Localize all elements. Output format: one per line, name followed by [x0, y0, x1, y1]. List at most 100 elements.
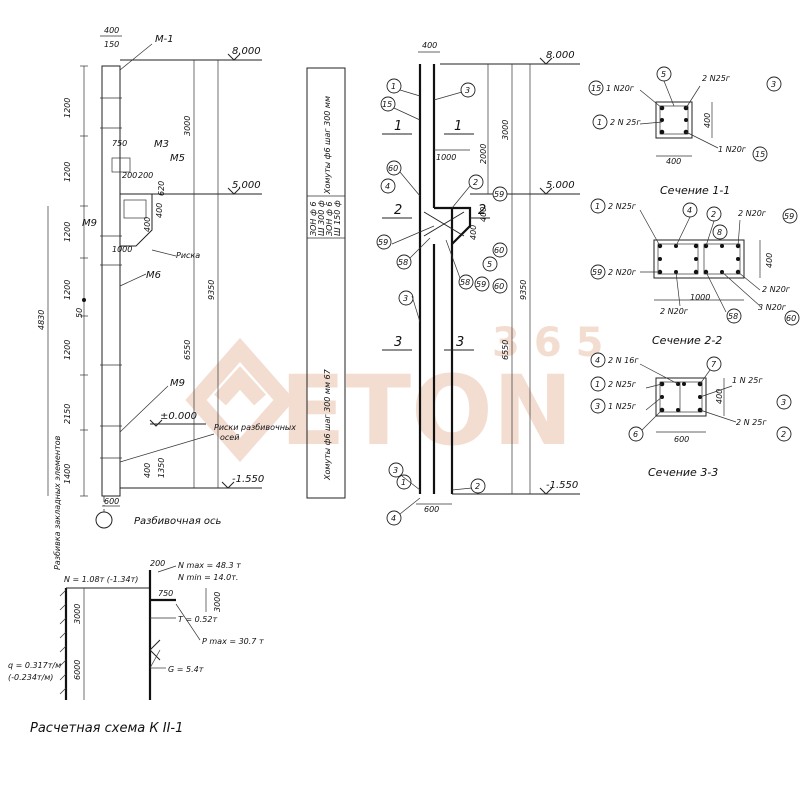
mid-dim-9350: 9350 [519, 280, 528, 300]
bubble-m-10: 58 [460, 278, 470, 287]
sec11-bubble-4: 15 [755, 150, 765, 159]
dim-bottom-600: 600 [104, 497, 119, 506]
sec33-bubble-3: 3 [595, 402, 600, 411]
table-item-0: ЗОН ф 6 [309, 202, 318, 236]
sec11-label-1: 2 N 25г [610, 118, 641, 127]
mid-dim-600: 600 [424, 505, 439, 514]
vertical-note-left: Разбивка закладных элементов [53, 435, 62, 570]
section-3-3: 600 400 4 7 1 3 3 2 6 2 N 16г 2 N25г 1 N… [590, 352, 792, 479]
scheme-n-label: N = 1.08т (-1.34т) [64, 575, 138, 584]
dim-top-150: 150 [104, 40, 119, 49]
bubble-m-0: 1 [391, 82, 396, 91]
dim-ticks-left [80, 65, 88, 497]
bubble-m-1: 3 [465, 86, 470, 95]
sec22-bars [657, 243, 741, 275]
embedded-plates [100, 97, 122, 459]
sec11-bubble-1: 5 [661, 70, 666, 79]
elev-bot-label: -1.550 [232, 474, 264, 485]
sec33-bubble-6: 6 [633, 430, 638, 439]
note-stirrups-1: Хомуты ф6 шаг 300 мм [323, 96, 332, 195]
cut-3-right: 3 [456, 335, 464, 350]
sec22-bubble-3: 8 [717, 228, 722, 237]
sec11-bubble-2: 3 [771, 80, 776, 89]
mid-dim-400a: 400 [479, 207, 488, 222]
sec22-dim-w: 1000 [690, 293, 710, 302]
mid-dim-400b: 400 [469, 225, 478, 240]
sec22-label-1: 2 N20г [738, 209, 767, 218]
dim-console-400a: 400 [143, 217, 152, 232]
dim-left-1: 1200 [63, 162, 72, 182]
bubble-m-16: 2 [475, 482, 480, 491]
dim-console-400b: 400 [155, 203, 164, 218]
risk-axes-line2: осей [220, 433, 239, 442]
sec33-label-3: 1 N 25г [732, 376, 763, 385]
dim-console-1000: 1000 [112, 245, 132, 254]
dim-right-6550: 6550 [183, 340, 192, 360]
mark-m9-top: М9 [82, 218, 97, 229]
cut-2-right: 2 [478, 203, 486, 218]
elev-zero-label: ±0.000 [160, 411, 197, 422]
bubble-m-3: 60 [388, 164, 398, 173]
dim-left-2: 1200 [63, 222, 72, 242]
dim-right-3000: 3000 [183, 116, 192, 136]
scheme-g: G = 5.4т [168, 665, 204, 674]
column-left-elevation: 8.000 5.000 ±0.000 -1.550 М-1 400 150 12… [37, 26, 296, 570]
section-cuts [382, 133, 490, 351]
elevation-markers [120, 53, 262, 489]
bubble-m-6: 59 [494, 190, 504, 199]
scheme-dim-750: 750 [158, 589, 173, 598]
mid-elev-top: 8.000 [546, 50, 575, 61]
scheme-q: q = 0.317т/м [8, 661, 61, 670]
sec33-bubble-0: 4 [595, 356, 600, 365]
scheme-dim-3000: 3000 [73, 604, 82, 624]
mark-m9-bottom: М9 [170, 378, 185, 389]
sec33-label-4: 2 N 25г [736, 418, 767, 427]
sec11-title: Сечение 1-1 [660, 184, 730, 197]
sec22-bubble-7: 60 [786, 314, 796, 323]
dim-small-50: 50 [75, 308, 84, 318]
bubble-m-7: 59 [378, 238, 388, 247]
mid-dim-top: 400 [422, 41, 437, 50]
risk-axes-line1: Риски разбивочных [214, 423, 296, 432]
mid-dim-6550: 6550 [501, 340, 510, 360]
bubble-m-13: 3 [403, 294, 408, 303]
note-stirrups-2: Хомуты ф6 шаг 300 мм 67 [323, 368, 332, 481]
cut-3-left: 3 [394, 335, 402, 350]
watermark-365: 365 [492, 320, 618, 366]
dim-left-3: 1200 [63, 280, 72, 300]
sec33-title: Сечение 3-3 [648, 466, 718, 479]
sec22-bubble-0: 1 [595, 202, 600, 211]
sec22-bubble-1: 4 [687, 206, 692, 215]
dim-left-6: 1400 [63, 464, 72, 484]
sec22-dim-h: 400 [765, 253, 774, 268]
dim-left-total: 4830 [37, 310, 46, 330]
sec33-dim-w: 600 [674, 435, 689, 444]
bubble-m-9: 5 [487, 260, 492, 269]
dim-left-4: 1200 [63, 340, 72, 360]
bubble-m-18: 4 [391, 514, 396, 523]
sec11-dim-w: 400 [666, 157, 681, 166]
scheme-pmax: P max = 30.7 т [202, 637, 264, 646]
design-scheme: 3000 6000 3000 750 200 N = 1.08т (-1.34т… [8, 559, 264, 736]
bubble-m-2: 15 [382, 100, 392, 109]
dim-console-200b: 200 [138, 171, 153, 180]
bubble-m-8: 58 [398, 258, 408, 267]
sec33-label-1: 2 N25г [608, 380, 637, 389]
sec11-label-0: 1 N20г [606, 84, 635, 93]
notes-frame [306, 67, 346, 499]
mark-m3: М3 [154, 139, 169, 150]
dim-left-0: 1200 [63, 98, 72, 118]
bubble-m-4: 4 [385, 182, 390, 191]
dim-top-400: 400 [104, 26, 119, 35]
axis-circle [95, 511, 113, 529]
cut-1-right: 1 [454, 119, 462, 134]
mid-dim-1000: 1000 [436, 153, 456, 162]
sec22-bubble-2: 2 [711, 210, 716, 219]
sec33-label-0: 2 N 16г [608, 356, 639, 365]
sec33-dim-h: 400 [715, 389, 724, 404]
column-upper-outline [101, 65, 121, 497]
sec33-bubble-5: 2 [781, 430, 786, 439]
elev-mid-label: 5.000 [232, 180, 261, 191]
scheme-t: T = 0.52т [178, 615, 217, 624]
